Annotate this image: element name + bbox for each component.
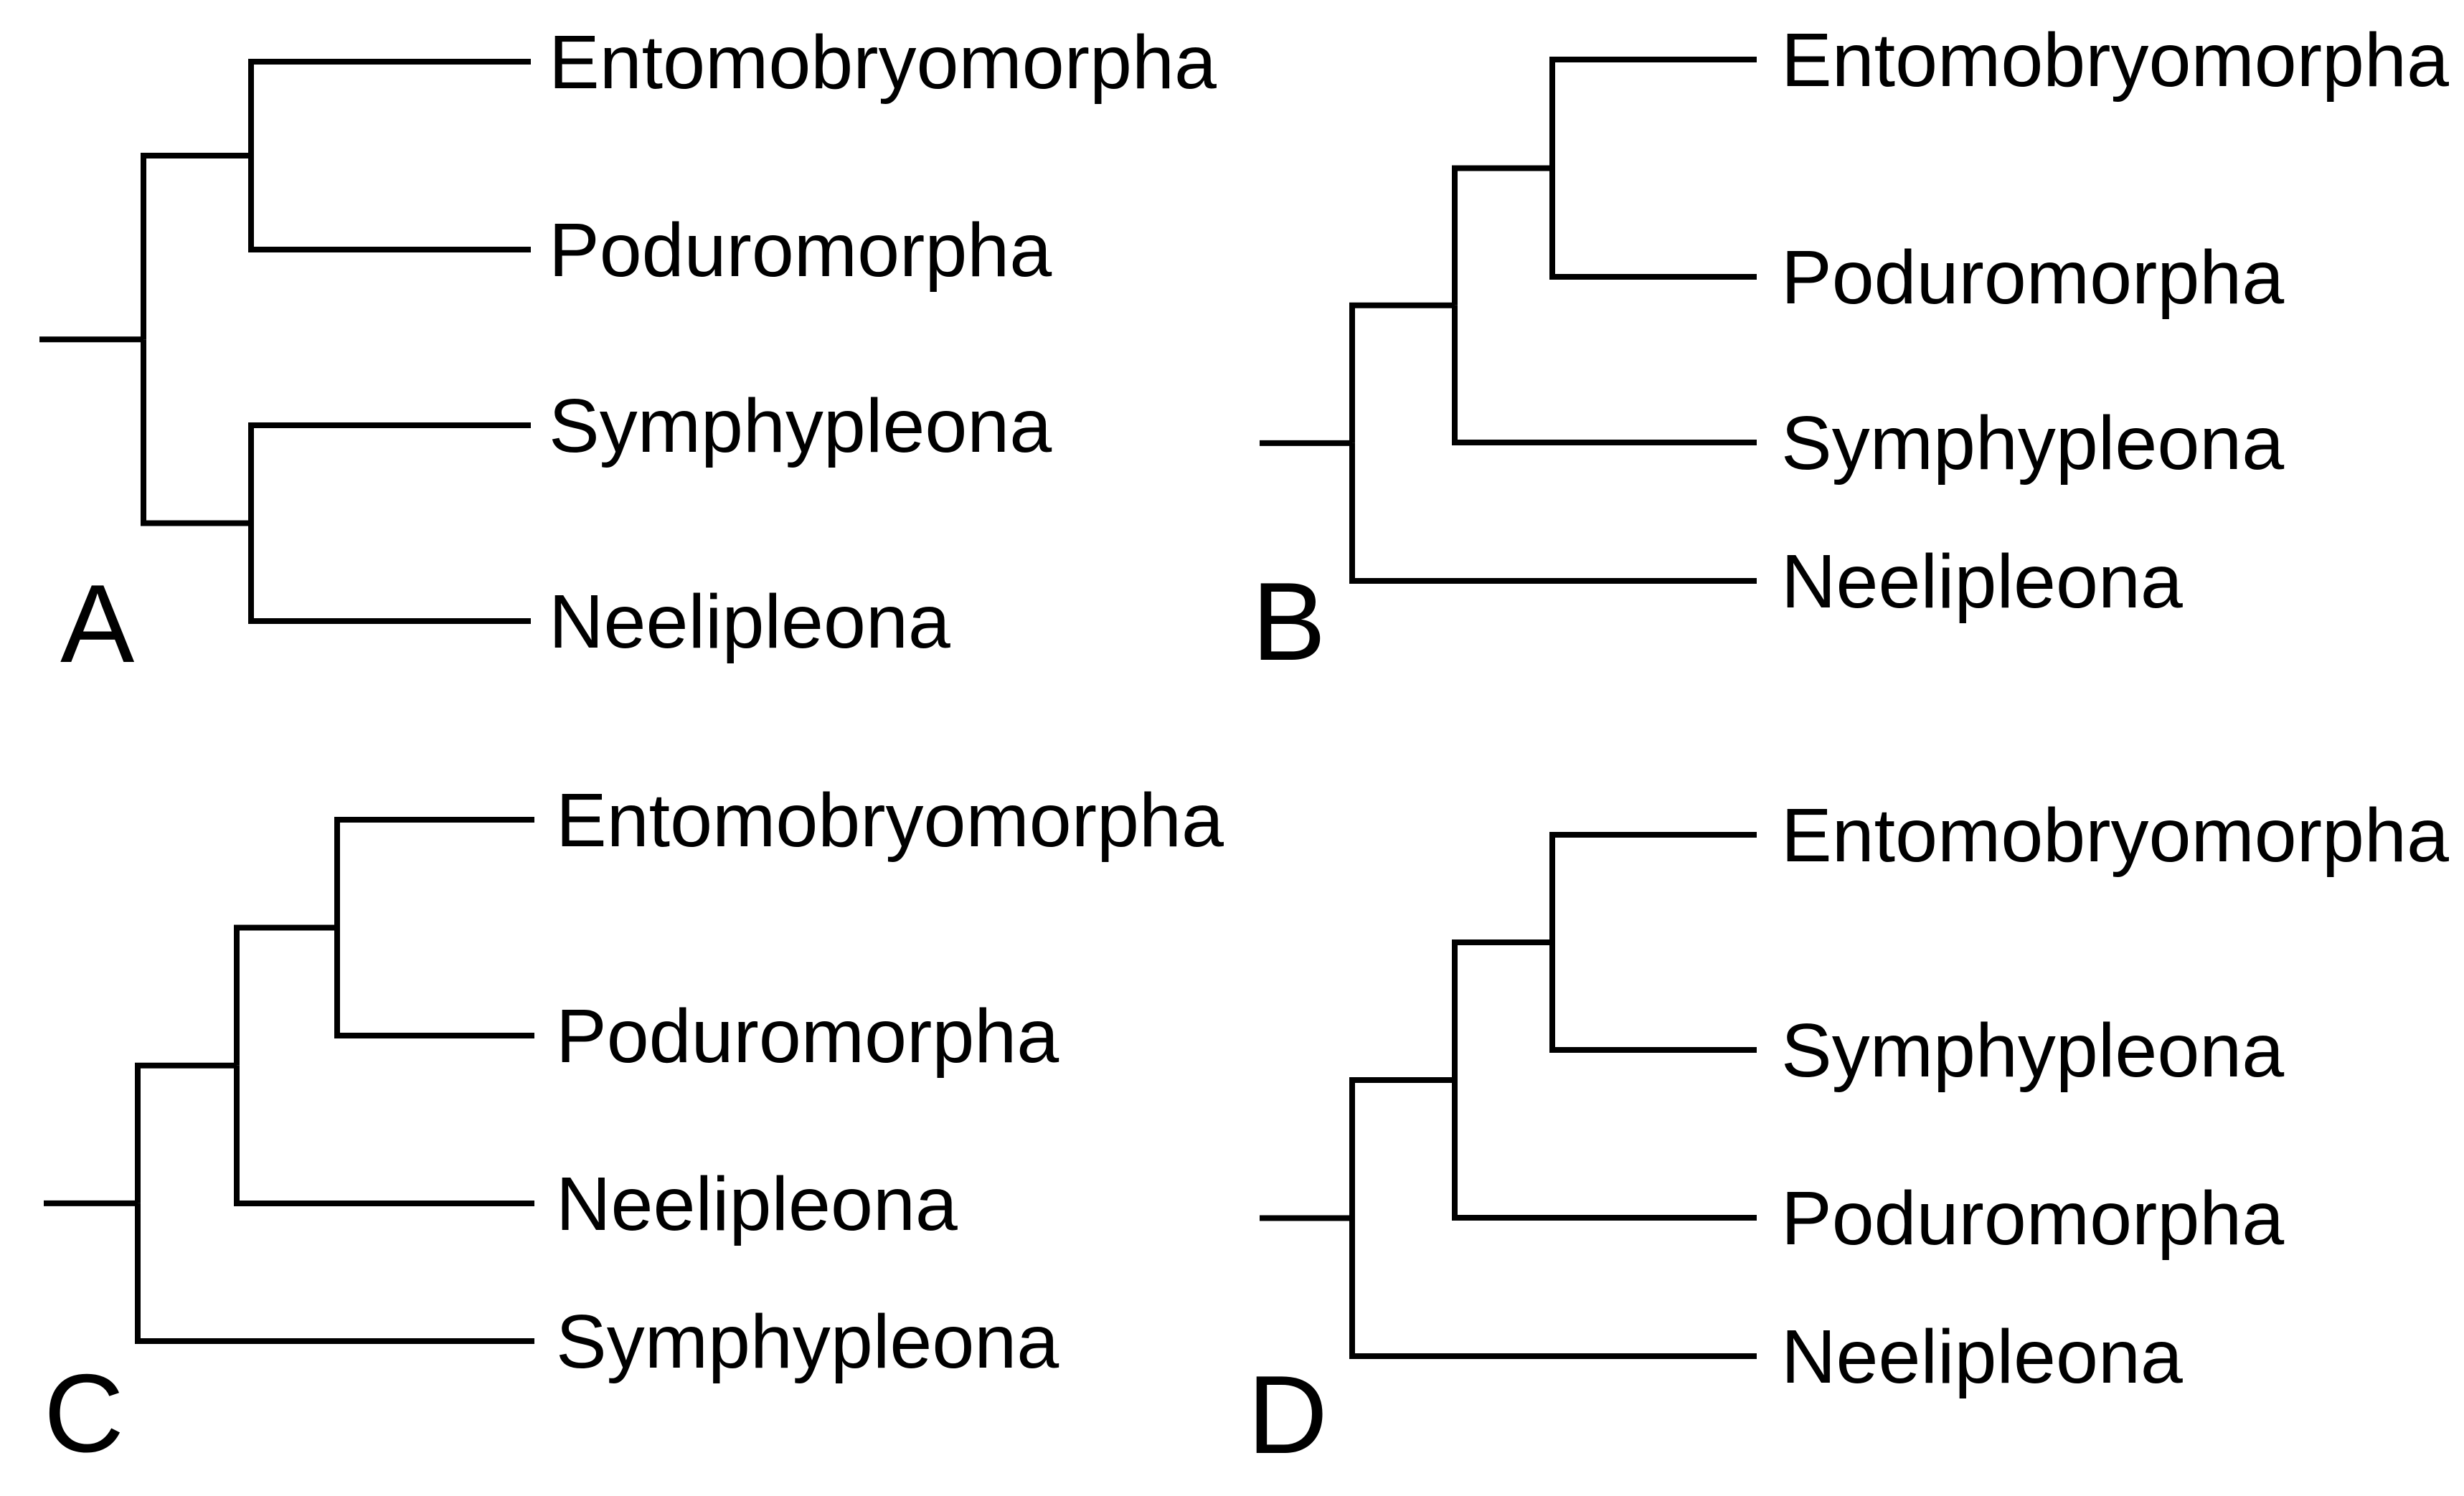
branch (1349, 442, 1757, 584)
branch (1349, 1218, 1757, 1359)
panel-letter: A (60, 562, 135, 686)
taxon-label: Poduromorpha (549, 208, 1052, 293)
branch (1349, 1077, 1455, 1218)
branch (334, 817, 534, 928)
cladogram-svg: EntomobryomorphaSymphypleonaPoduromorpha… (1247, 793, 2449, 1477)
taxon-label: Symphypleona (556, 1299, 1059, 1384)
taxon-label: Poduromorpha (1781, 1176, 2284, 1261)
branch (1452, 165, 1552, 306)
branch (248, 523, 531, 624)
branch (1452, 305, 1757, 445)
taxon-label: Poduromorpha (1781, 235, 2284, 320)
taxon-label: Symphypleona (549, 384, 1052, 468)
branch (1349, 302, 1455, 443)
tree-branches (1260, 57, 1757, 584)
branch (135, 1062, 237, 1203)
branch (248, 422, 531, 524)
taxon-label: Neelipleona (549, 579, 950, 664)
branch (1549, 57, 1757, 169)
branch (141, 153, 251, 340)
taxon-label: Poduromorpha (556, 994, 1059, 1079)
taxon-label: Neelipleona (1781, 539, 2183, 624)
taxon-label: Symphypleona (1781, 401, 2284, 486)
branch (141, 339, 251, 526)
branch (248, 156, 531, 252)
taxon-label: Entomobryomorpha (1781, 18, 2449, 103)
branch (1452, 1080, 1757, 1221)
cladogram-svg: EntomobryomorphaPoduromorphaNeelipleonaS… (44, 778, 1224, 1475)
taxon-label: Neelipleona (1781, 1315, 2183, 1399)
tree-branches (1260, 832, 1757, 1359)
panel-letter: B (1252, 559, 1326, 683)
branch (1549, 832, 1757, 942)
taxon-label: Entomobryomorpha (549, 20, 1217, 105)
branch (248, 59, 531, 156)
branch (1549, 942, 1757, 1053)
branch (334, 927, 534, 1038)
taxon-label: Entomobryomorpha (556, 778, 1224, 863)
tree-branches (39, 59, 531, 624)
panel-letter: D (1247, 1353, 1328, 1477)
cladogram-svg: EntomobryomorphaPoduromorphaSymphypleona… (39, 20, 1217, 686)
taxon-label: Neelipleona (556, 1162, 958, 1246)
branch (234, 924, 337, 1066)
taxon-label: Entomobryomorpha (1781, 793, 2449, 878)
branch (1452, 939, 1552, 1080)
branch (135, 1203, 534, 1344)
panel-letter: C (44, 1351, 124, 1475)
cladogram-svg: EntomobryomorphaPoduromorphaSymphypleona… (1252, 18, 2449, 683)
branch (1549, 168, 1757, 280)
tree-branches (44, 817, 534, 1344)
taxon-label: Symphypleona (1781, 1008, 2284, 1093)
branch (234, 1065, 534, 1206)
